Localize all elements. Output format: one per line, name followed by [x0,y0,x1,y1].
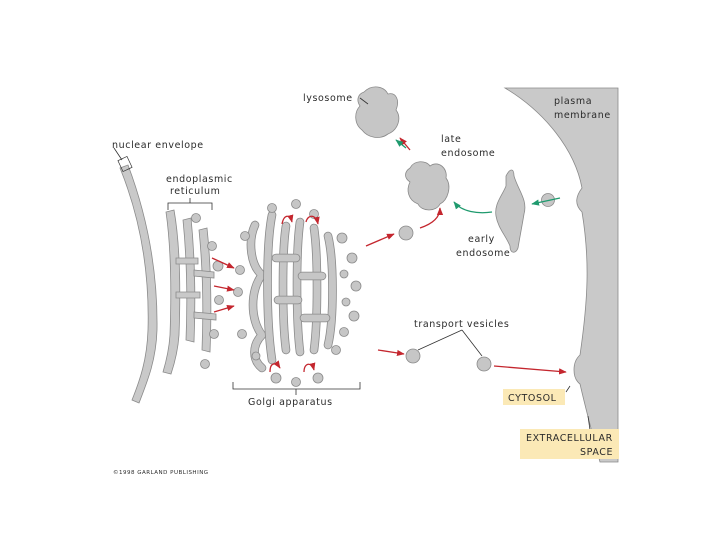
nuclear-envelope [119,164,158,404]
early-endosome-label-line2: endosome [456,248,510,259]
early-endosome-label-line1: early [468,234,495,245]
extracellular-leader [587,415,591,431]
golgi-bracket [232,382,361,395]
plasma-membrane-label-line2: membrane [554,110,611,121]
nuclear-envelope-leader-box [117,155,133,173]
nuclear-envelope-label: nuclear envelope [112,140,204,151]
plasma-membrane [503,87,619,463]
golgi-apparatus [233,199,362,387]
transport-vesicle-1 [405,348,421,364]
cytosol-box [503,389,565,405]
copyright-label: ©1998 GARLAND PUBLISHING [113,469,209,476]
late-endosome-label-line1: late [441,134,461,145]
early-endosome [495,169,526,253]
lysosome-label: lysosome [303,93,353,104]
er-label-line2: reticulum [170,186,220,197]
late-endosome [405,161,450,211]
er-bracket [167,198,213,210]
late-endosome-label-line2: endosome [441,148,495,159]
extracellular-box [520,429,619,459]
nuclear-envelope-leader [113,147,123,161]
er-label-line1: endoplasmic [166,174,233,185]
lysosome-leader [359,97,369,105]
vesicle-1 [398,225,414,241]
transport-vesicles-leader [417,329,483,357]
transport-vesicle-2 [476,356,492,372]
cytosol-label: CYTOSOL [508,393,557,404]
cytosol-leader [565,385,571,393]
golgi-label: Golgi apparatus [248,397,333,408]
plasma-membrane-label-line1: plasma [554,96,592,107]
endoplasmic-reticulum [162,209,224,375]
extracellular-label-line2: SPACE [580,447,613,458]
endocytic-arrows [395,139,561,214]
lysosome [355,86,400,138]
extracellular-label-line1: EXTRACELLULAR [526,433,613,444]
transport-vesicles-label: transport vesicles [414,319,509,330]
